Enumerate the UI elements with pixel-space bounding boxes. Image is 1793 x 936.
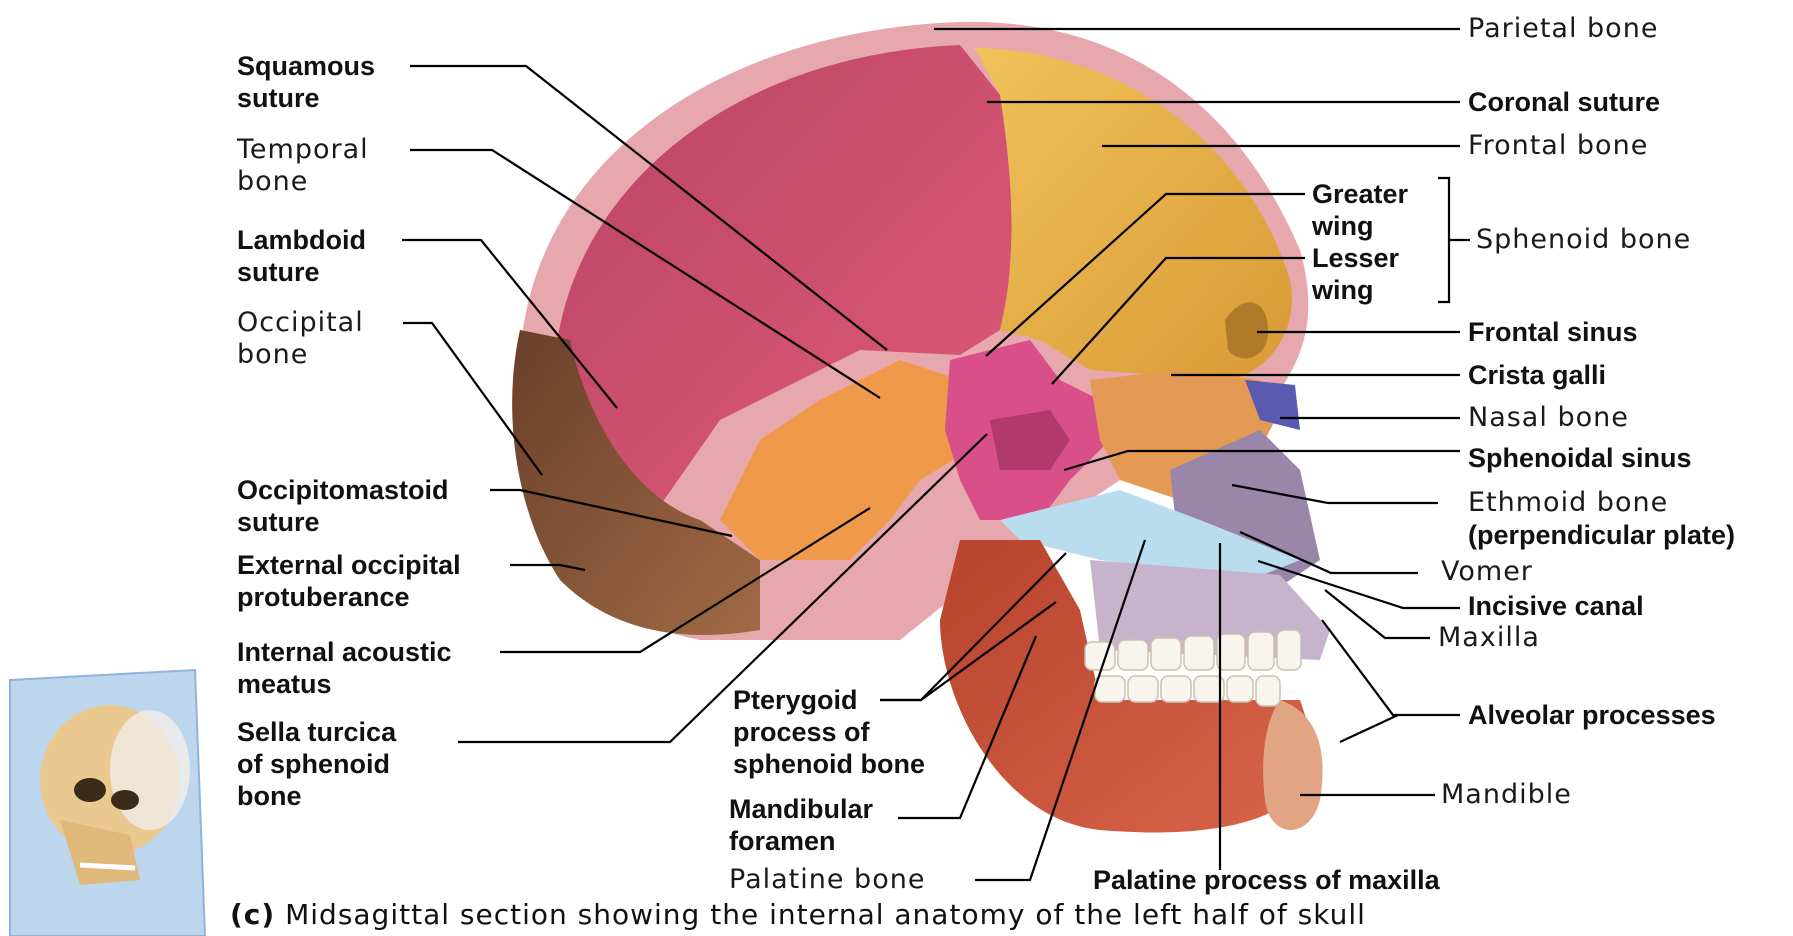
label-crista-galli: Crista galli <box>1468 359 1606 391</box>
figure-caption: (c) Midsagittal section showing the inte… <box>230 898 1366 931</box>
label-frontal-bone: Frontal bone <box>1468 130 1648 162</box>
label-alveolar-processes: Alveolar processes <box>1468 699 1716 731</box>
label-mandibular-foramen: Mandibular foramen <box>729 793 873 857</box>
label-occipital-bone: Occipital bone <box>237 307 364 371</box>
label-temporal-bone: Temporal bone <box>237 134 369 198</box>
label-lambdoid-suture: Lambdoid suture <box>237 224 366 288</box>
label-sphenoid-bone: Sphenoid bone <box>1476 224 1691 256</box>
label-lesser-wing: Lesser wing <box>1312 242 1399 306</box>
label-perpendicular-plate: (perpendicular plate) <box>1468 519 1735 551</box>
caption-letter: (c) <box>230 898 275 931</box>
label-nasal-bone: Nasal bone <box>1468 402 1629 434</box>
thumbnail-inset <box>10 670 205 936</box>
label-greater-wing: Greater wing <box>1312 178 1408 242</box>
label-incisive-canal: Incisive canal <box>1468 590 1644 622</box>
caption-text: Midsagittal section showing the internal… <box>275 898 1366 931</box>
label-internal-acoustic-meatus: Internal acoustic meatus <box>237 636 452 700</box>
label-squamous-suture: Squamous suture <box>237 50 375 114</box>
label-sella-turcica: Sella turcica of sphenoid bone <box>237 716 396 812</box>
label-coronal-suture: Coronal suture <box>1468 86 1660 118</box>
label-pterygoid-process: Pterygoid process of sphenoid bone <box>733 684 925 780</box>
label-mandible: Mandible <box>1441 779 1572 811</box>
label-palatine-bone: Palatine bone <box>729 864 925 896</box>
label-palatine-process: Palatine process of maxilla <box>1093 864 1440 896</box>
label-maxilla: Maxilla <box>1438 622 1540 654</box>
label-vomer: Vomer <box>1441 556 1533 588</box>
label-occipitomastoid-suture: Occipitomastoid suture <box>237 474 449 538</box>
label-sphenoidal-sinus: Sphenoidal sinus <box>1468 442 1692 474</box>
label-external-occipital-protuberance: External occipital protuberance <box>237 549 461 613</box>
label-ethmoid-bone: Ethmoid bone <box>1468 487 1668 519</box>
mandible-cut-shape <box>1263 700 1322 830</box>
label-parietal-bone: Parietal bone <box>1468 13 1658 45</box>
label-frontal-sinus: Frontal sinus <box>1468 316 1638 348</box>
